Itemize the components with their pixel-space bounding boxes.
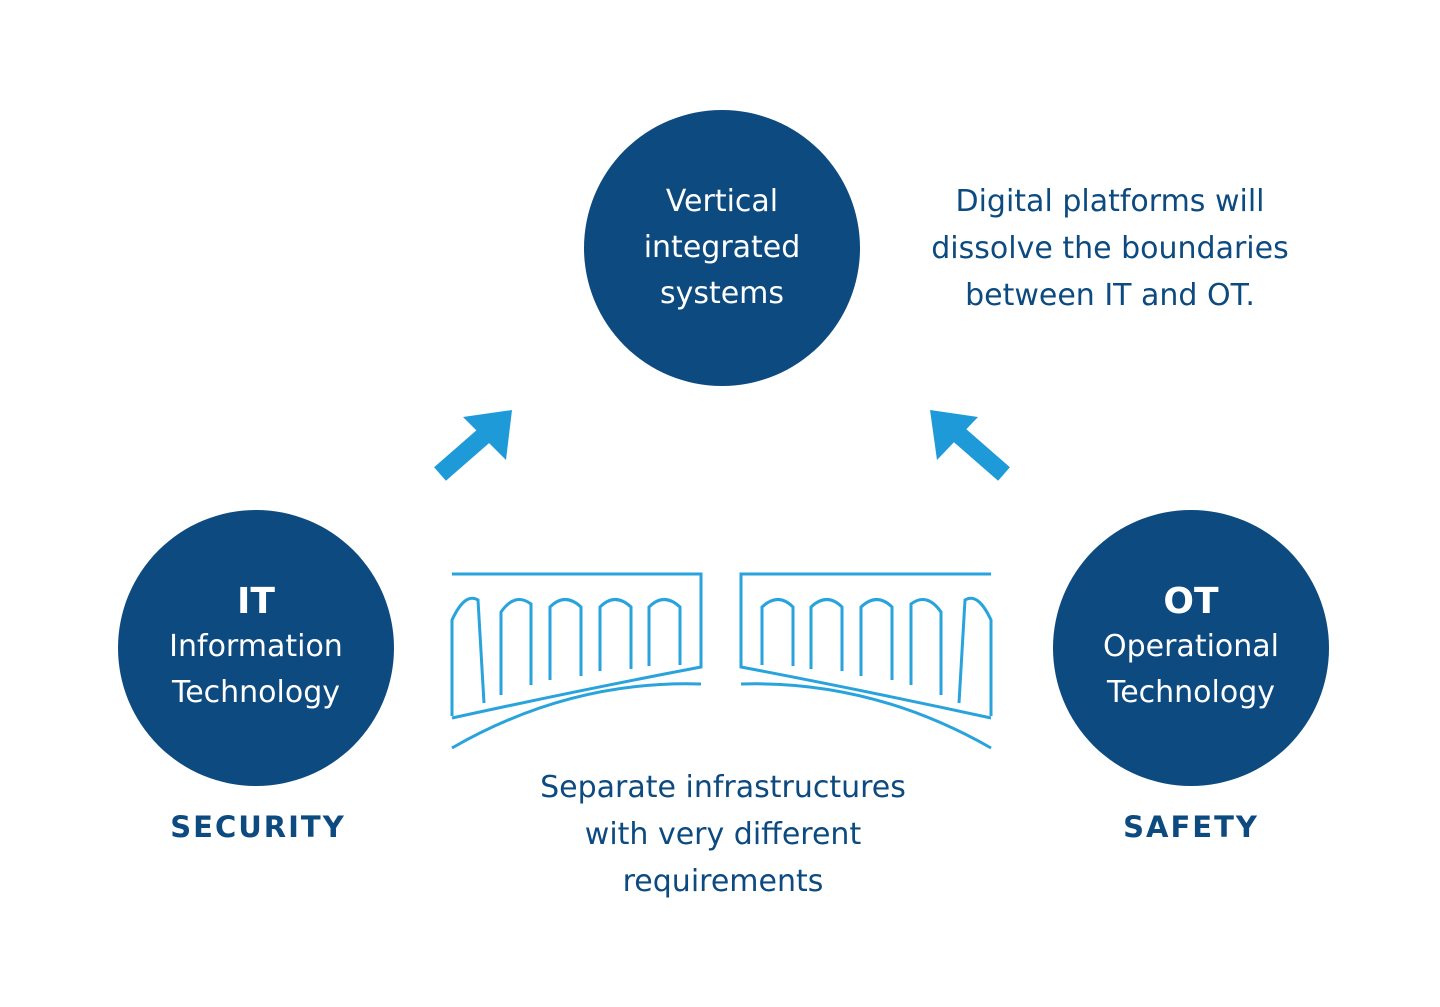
- it-circle: IT Information Technology: [118, 510, 394, 786]
- it-line-1: Information: [169, 629, 343, 664]
- security-label: SECURITY: [170, 810, 346, 844]
- center-line-3: systems: [659, 276, 785, 311]
- note-top-line-1: Digital platforms will: [955, 184, 1265, 219]
- ot-circle: OT Operational Technology: [1053, 510, 1329, 786]
- arrow-up-left-icon: [930, 410, 1010, 481]
- center-line-2: integrated: [643, 230, 801, 265]
- ot-line-1: Operational: [1102, 629, 1279, 664]
- center-line-1: Vertical: [665, 184, 779, 219]
- note-bottom-line-1: Separate infrastructures: [540, 770, 906, 805]
- bridge-left-icon: [450, 572, 703, 750]
- note-top-line-3: between IT and OT.: [965, 278, 1255, 313]
- note-bottom-line-2: with very different: [584, 817, 862, 852]
- it-line-2: Technology: [171, 675, 341, 710]
- it-abbr: IT: [237, 581, 275, 622]
- boundaries-note: Digital platforms will dissolve the boun…: [880, 178, 1340, 319]
- arrow-up-right-icon: [434, 410, 512, 481]
- separate-infrastructures-note: Separate infrastructures with very diffe…: [480, 764, 966, 905]
- ot-line-2: Technology: [1106, 675, 1276, 710]
- note-bottom-line-3: requirements: [622, 864, 824, 899]
- bridge-right-icon: [739, 572, 993, 750]
- safety-label: SAFETY: [1123, 810, 1259, 844]
- vertical-integrated-systems-circle: Vertical integrated systems: [584, 110, 860, 386]
- note-top-line-2: dissolve the boundaries: [931, 231, 1289, 266]
- ot-abbr: OT: [1163, 581, 1219, 622]
